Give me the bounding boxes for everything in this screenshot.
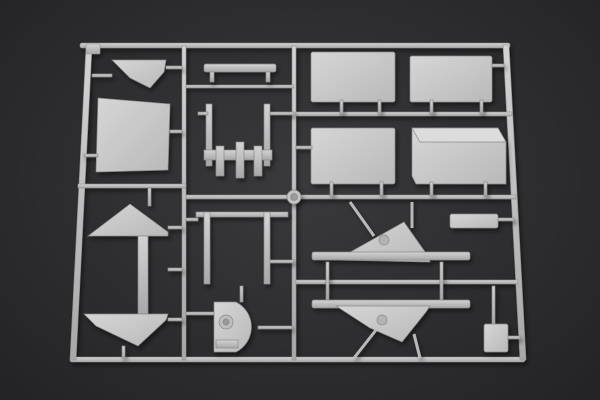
left-column-parts: [83, 59, 183, 359]
panel-top-right: [409, 55, 493, 103]
triangle-bracket-top: [86, 203, 169, 237]
small-triangle-part: [111, 59, 167, 89]
middle-column-parts: [185, 63, 302, 353]
trapezoid-plate: [95, 97, 171, 173]
small-bracket-part: [483, 323, 509, 353]
panel-mid-left: [310, 127, 396, 185]
gear-housing-part: [213, 301, 252, 353]
top-bar-part: [203, 63, 277, 73]
triangle-bracket-bottom: [83, 313, 169, 347]
right-area-parts: [295, 51, 521, 359]
small-bar-part: [449, 213, 499, 229]
panel-top-left: [310, 51, 396, 103]
